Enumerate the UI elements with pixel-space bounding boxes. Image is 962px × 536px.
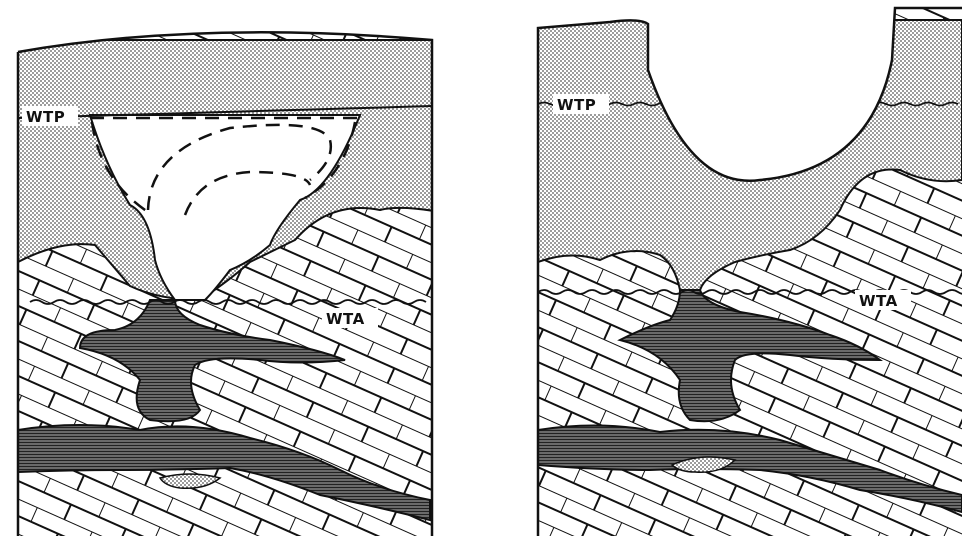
right-wtp-label-group: WTP [553, 94, 609, 114]
left-panel [0, 0, 440, 536]
right-panel [520, 0, 962, 536]
left-wtp-label-group: WTP [22, 106, 78, 126]
right-wta-label-group: WTA [855, 290, 911, 310]
right-wta-label: WTA [859, 292, 898, 310]
left-wtp-label: WTP [26, 108, 65, 126]
right-wtp-label: WTP [557, 96, 596, 114]
left-wta-label: WTA [326, 310, 365, 328]
left-wta-label-group: WTA [322, 308, 378, 328]
